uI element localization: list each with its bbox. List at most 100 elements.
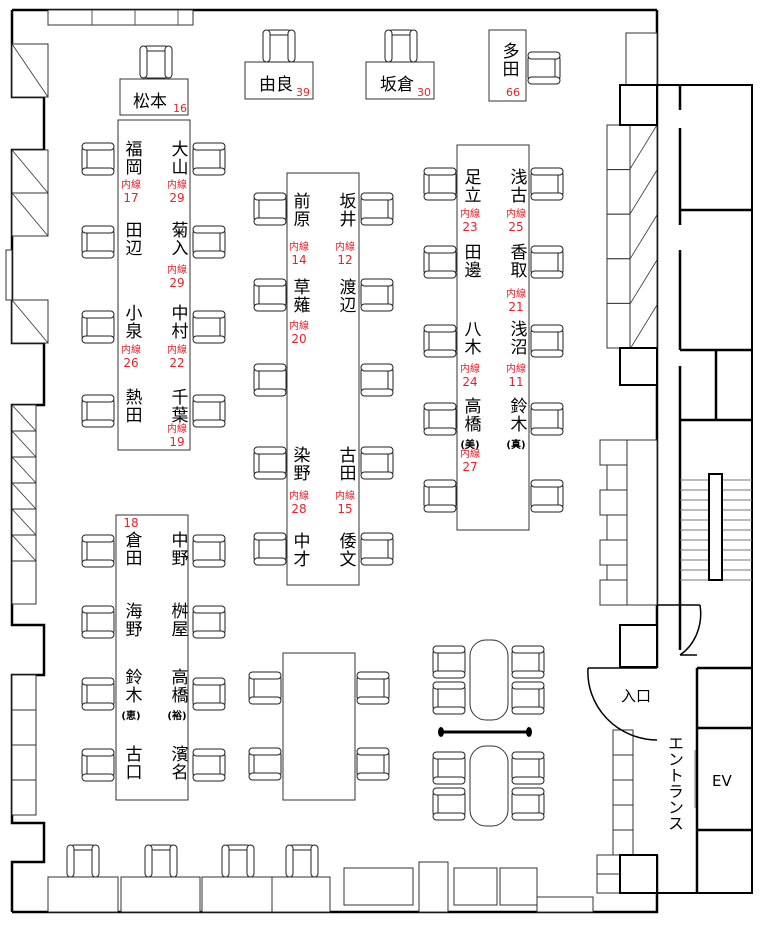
chair <box>423 479 457 513</box>
seat-name-suffix: (美) <box>460 440 480 451</box>
extension-label: 内線 <box>167 180 187 191</box>
chair <box>192 534 226 568</box>
chair <box>360 532 394 566</box>
elevator-label: EV <box>712 772 732 790</box>
extension-value: 29 <box>169 275 185 290</box>
seat-name: 草薙 <box>289 278 310 314</box>
seat-name: 渡辺 <box>335 278 356 314</box>
pillar <box>619 624 658 668</box>
seat-name: 海野 <box>121 602 142 638</box>
desk-ext-tada: 66 <box>506 86 520 99</box>
seat-name: 濱名 <box>167 745 188 781</box>
chair <box>527 51 561 85</box>
table-1 <box>117 119 191 451</box>
desk-yura <box>244 61 314 100</box>
chair <box>262 29 296 63</box>
cabinet-diagonal <box>11 149 49 194</box>
bottom-cabinet <box>418 861 449 913</box>
seat-name: 倭文 <box>335 532 356 568</box>
desk-name-yura: 由良 <box>259 75 293 95</box>
chair <box>248 671 282 705</box>
table-3 <box>456 144 530 531</box>
table-5 <box>282 652 356 801</box>
right-shelf <box>599 439 628 466</box>
extension-value: 15 <box>337 501 353 516</box>
chair <box>139 45 173 79</box>
chair <box>511 681 545 715</box>
chair <box>432 787 466 821</box>
cabinet-diagonal <box>629 214 658 260</box>
pillar <box>619 854 658 894</box>
chair <box>81 677 115 711</box>
seat-name: 中村 <box>167 304 188 340</box>
wall-locker <box>11 779 37 816</box>
seat-name: 田辺 <box>121 221 142 257</box>
chair <box>81 142 115 176</box>
pillar <box>619 84 658 126</box>
seat-name: 福岡 <box>121 140 142 176</box>
seat-name: 古口 <box>121 745 142 781</box>
extension-value: 25 <box>508 219 524 234</box>
wall-locker <box>11 744 37 781</box>
seat-name: 中野 <box>167 531 188 567</box>
right-shelf <box>606 258 631 304</box>
chair <box>253 363 287 397</box>
cabinet-diagonal <box>11 508 37 536</box>
bottom-desk <box>271 876 331 913</box>
seat-name: 浅古 <box>506 168 527 204</box>
chair <box>81 225 115 259</box>
right-shelf <box>599 489 628 516</box>
chair <box>511 645 545 679</box>
cabinet-diagonal <box>11 430 37 458</box>
seat-name-suffix: (真) <box>506 440 526 451</box>
chair <box>530 324 564 358</box>
chair <box>192 748 226 782</box>
seat-name: 高橋 <box>460 397 481 433</box>
partition-end <box>438 727 444 737</box>
chair <box>144 844 178 878</box>
seat-name: 前原 <box>289 192 310 228</box>
desk-ext-yura: 39 <box>296 86 310 99</box>
chair <box>356 671 390 705</box>
seat-name-suffix: (裕) <box>167 711 187 722</box>
right-shelf <box>606 169 631 215</box>
cabinet-diagonal <box>629 304 658 350</box>
seat-name: 染野 <box>289 446 310 482</box>
extension-label: 内線 <box>460 449 480 460</box>
chair <box>253 278 287 312</box>
cabinet-diagonal <box>11 534 37 562</box>
seat-name-suffix: (恵) <box>121 711 141 722</box>
chair <box>192 677 226 711</box>
right-cabinet-top <box>625 32 658 86</box>
window-strip <box>47 9 194 26</box>
entrance-label: エントランス <box>665 735 684 831</box>
cabinet-diagonal <box>11 482 37 510</box>
extension-label: 内線 <box>289 491 309 502</box>
meeting-table-1 <box>469 639 509 721</box>
desk-tada <box>488 29 527 102</box>
extension-label: 内線 <box>335 242 355 253</box>
chair <box>423 167 457 201</box>
right-shelf <box>599 579 628 606</box>
cabinet-diagonal <box>11 192 49 237</box>
chair <box>192 394 226 428</box>
seat-name: 香取 <box>506 243 527 279</box>
right-counter <box>626 439 658 606</box>
pillar <box>619 347 658 386</box>
extension-value: 11 <box>508 374 524 389</box>
extension-label: 内線 <box>506 289 526 300</box>
extension-label: 内線 <box>506 364 526 375</box>
right-shelf <box>612 779 634 806</box>
chair <box>253 446 287 480</box>
desk-ext-matsumoto: 16 <box>173 102 187 115</box>
